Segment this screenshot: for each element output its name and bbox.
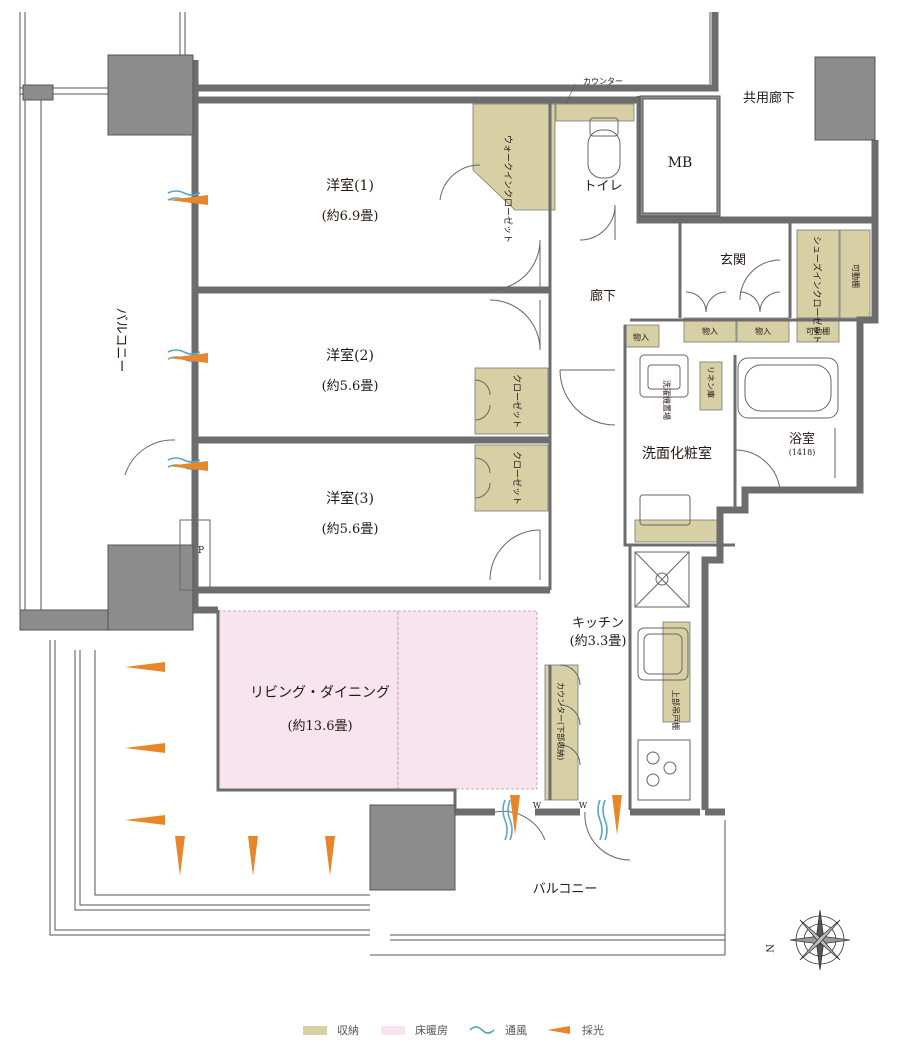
p-label: P [198, 546, 204, 556]
entrance-label: 玄関 [720, 253, 746, 268]
ventilation-icon [469, 1026, 495, 1034]
monoire-2: 物入 [755, 326, 771, 336]
floor-heating-area [217, 610, 538, 790]
compass-rose [789, 909, 851, 971]
legend-daylight-label: 採光 [582, 1024, 604, 1037]
legend-floor-heating-label: 床暖房 [415, 1024, 448, 1037]
walls [108, 12, 879, 816]
room-labels: 洋室(1) (約6.9畳) 洋室(2) (約5.6畳) 洋室(3) (約5.6畳… [113, 90, 815, 897]
legend-storage: 収納 [303, 1022, 359, 1038]
bedroom1-name: 洋室(1) [326, 177, 374, 194]
bedroom3-name: 洋室(3) [326, 490, 374, 507]
door-swings [124, 164, 781, 861]
movable-shelf-a: 可動棚 [851, 264, 861, 288]
kitchen-counter-label: カウンター(下部収納) [556, 682, 566, 760]
closet2-label: クローゼット [511, 374, 523, 428]
washroom-label: 洗面化粧室 [642, 445, 712, 462]
daylight-marks [125, 195, 622, 876]
balcony-south-label: バルコニー [533, 882, 598, 897]
legend-floor-heating: 床暖房 [381, 1022, 448, 1038]
window-w1: W [533, 801, 542, 810]
storage-labels: カウンター ウォークインクローゼット クローゼット クローゼット シューズインク… [198, 77, 861, 953]
legend-daylight: 採光 [546, 1022, 604, 1038]
thin-walls [216, 100, 860, 812]
legend-ventilation-label: 通風 [505, 1024, 527, 1037]
mb-box [642, 98, 718, 214]
bath-size: (1418) [789, 448, 816, 457]
legend-storage-label: 収納 [337, 1024, 359, 1037]
monoire-1: 物入 [702, 326, 718, 336]
toilet-label: トイレ [583, 179, 622, 194]
bath-label: 浴室 [789, 431, 815, 447]
fixtures [179, 117, 839, 801]
balcony-west-label: バルコニー [113, 308, 128, 373]
bedroom2-size: (約5.6畳) [322, 379, 379, 394]
compass-north-label: N [763, 944, 774, 953]
mb-label: MB [668, 155, 693, 171]
living-name: リビング・ダイニング [250, 685, 390, 701]
walkin-closet-label: ウォークインクローゼット [502, 135, 514, 243]
legend-storage-swatch [303, 1025, 327, 1035]
upper-shelf-label: 上部吊戸棚 [671, 690, 681, 730]
common-corridor-label: 共用廊下 [743, 90, 795, 106]
kitchen-name: キッチン [572, 616, 624, 631]
living-size: (約13.6畳) [287, 719, 352, 734]
bedroom1-size: (約6.9畳) [322, 209, 379, 224]
legend-ventilation: 通風 [469, 1022, 527, 1038]
washer-label: 洗濯機置場 [662, 380, 672, 420]
bedroom2-name: 洋室(2) [326, 347, 374, 364]
hallway-label: 廊下 [590, 288, 616, 304]
bedroom3-size: (約5.6畳) [322, 522, 379, 537]
kitchen-size: (約3.3畳) [570, 634, 627, 649]
movable-shelf-b: 可動棚 [806, 326, 830, 336]
balcony-rails [19, 12, 726, 956]
monoire-3: 物入 [633, 332, 649, 342]
window-w2: W [579, 801, 588, 810]
closet3-label: クローゼット [511, 451, 523, 505]
linen-label: リネン庫 [706, 366, 716, 398]
legend-floor-heating-swatch [381, 1025, 405, 1035]
counter-top-label: カウンター [583, 77, 623, 86]
daylight-icon [547, 1026, 570, 1034]
shoe-closet-label: シューズインクローゼット [811, 236, 823, 344]
